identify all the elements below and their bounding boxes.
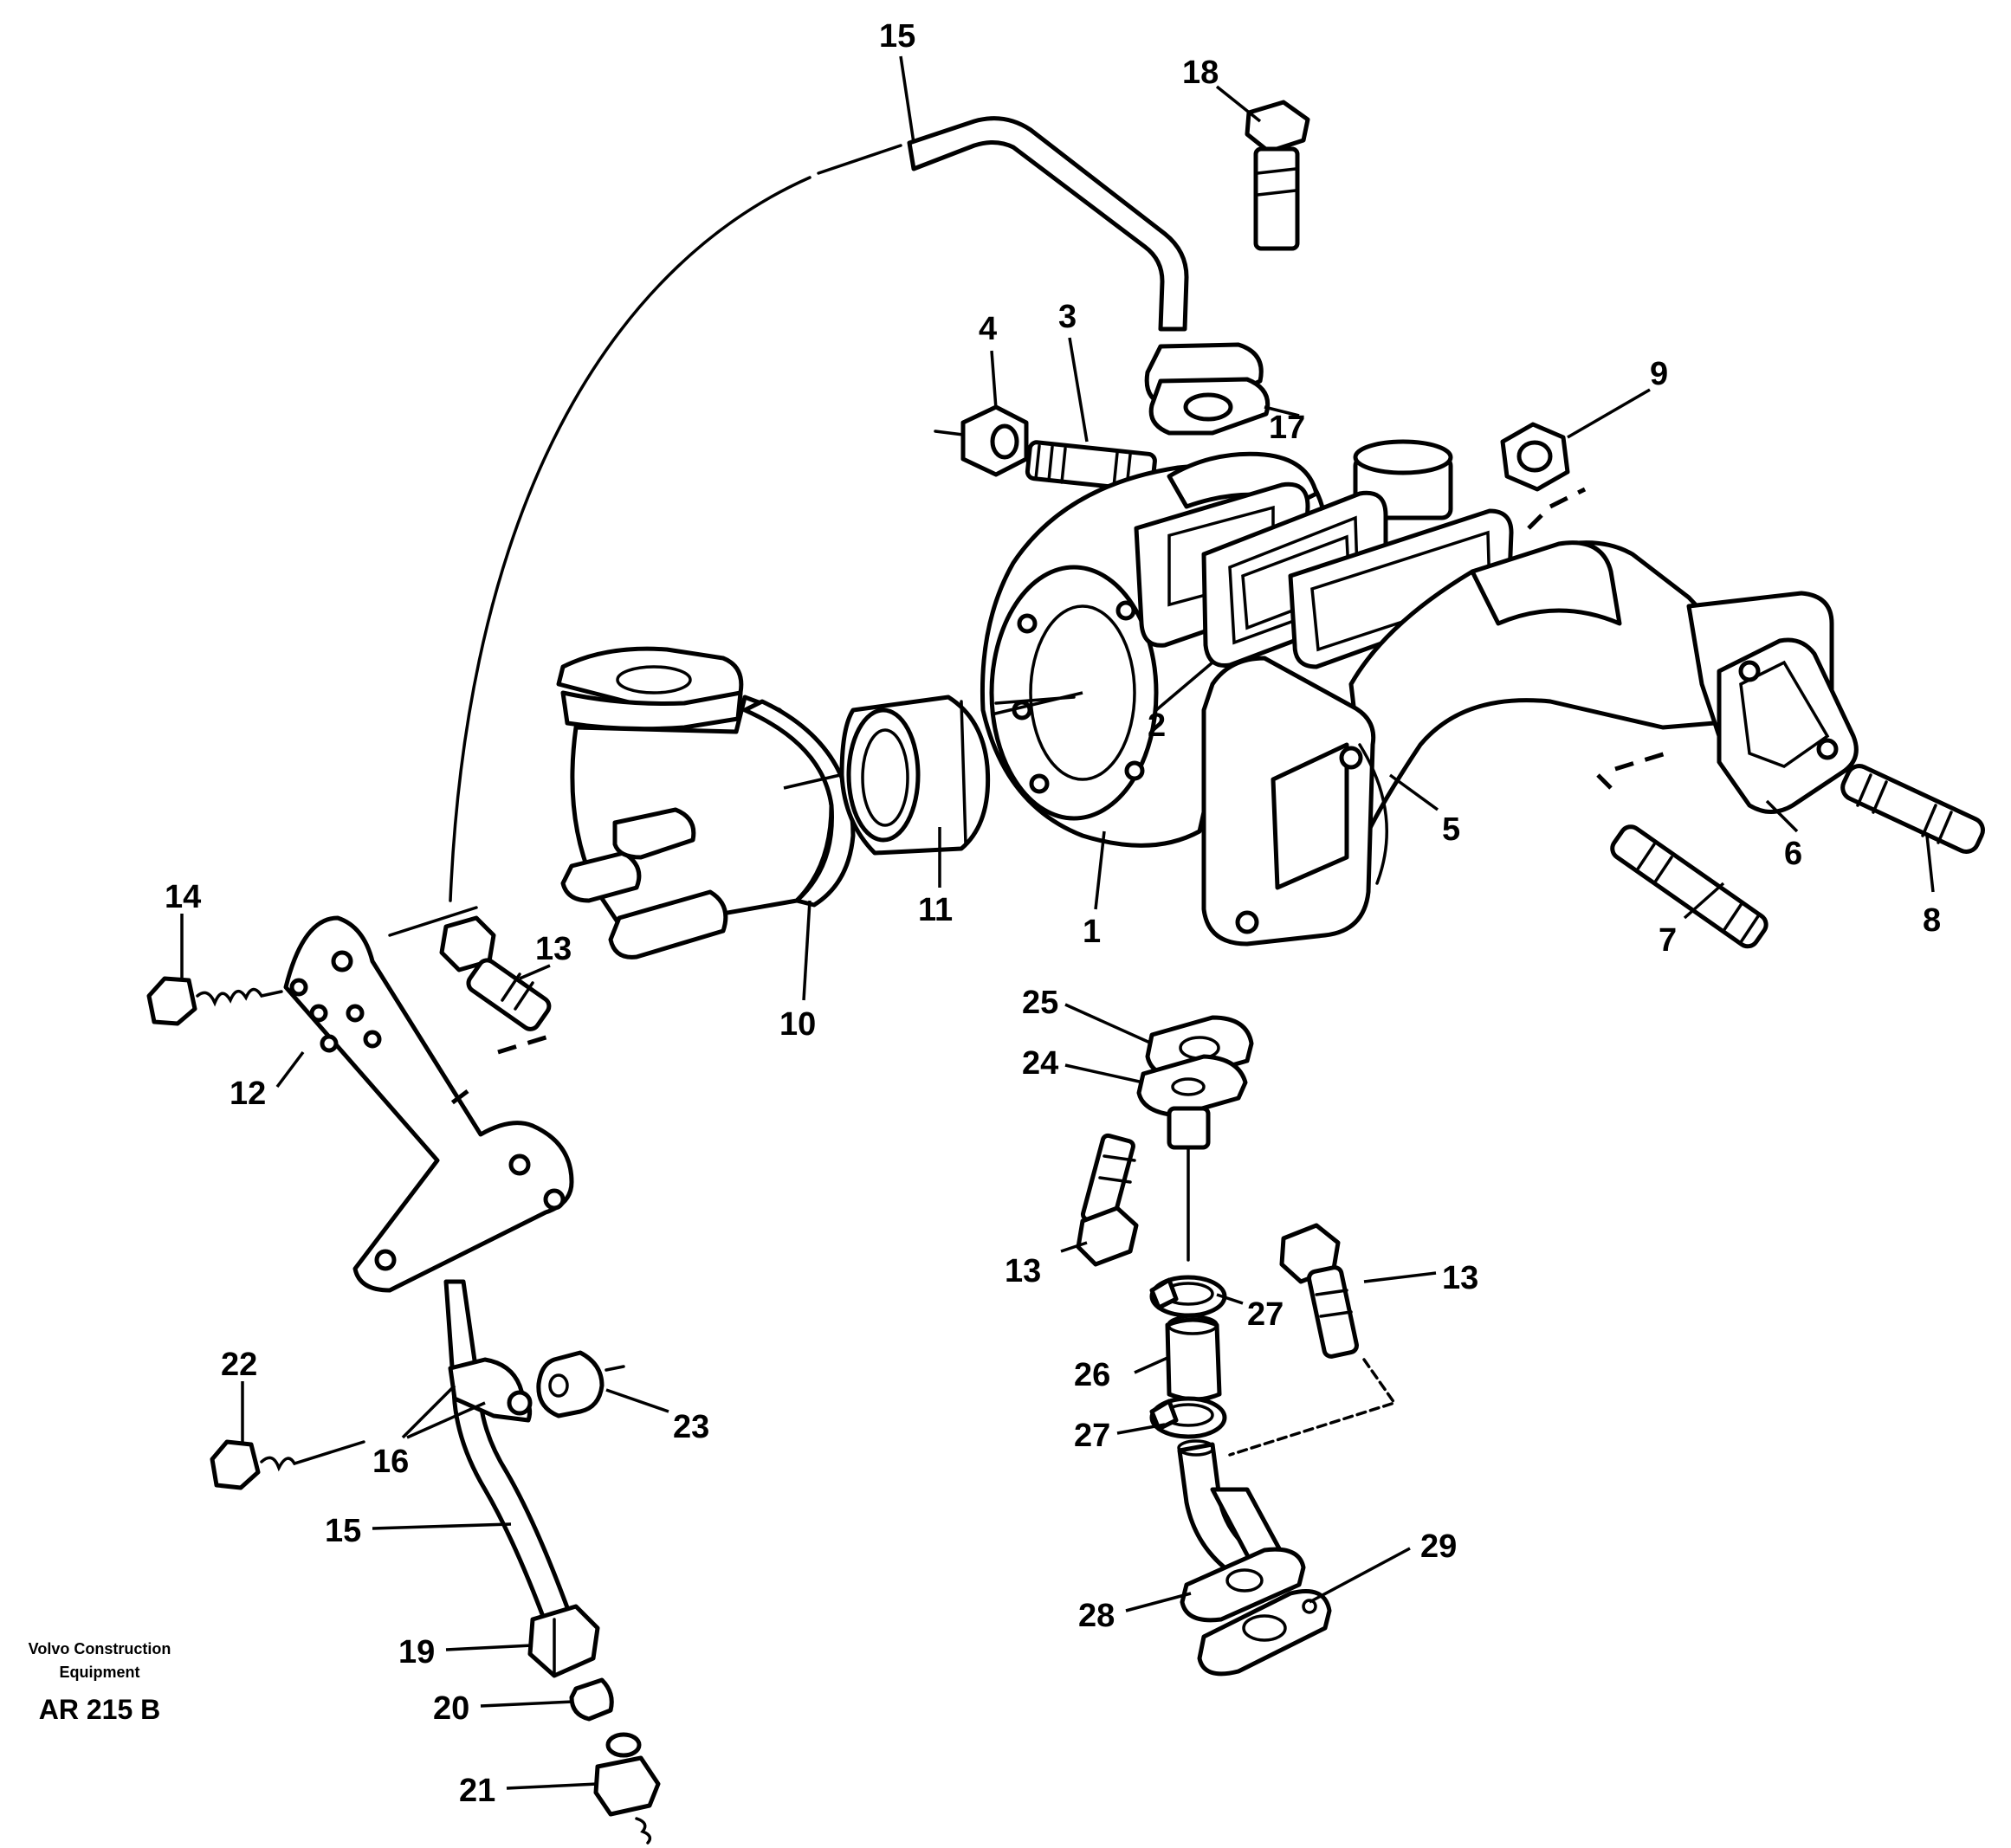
callout-28: 28 <box>1078 1598 1115 1634</box>
part-bolt-13b <box>1076 1133 1139 1267</box>
part-fitting-21 <box>593 1732 661 1845</box>
part-stud-7 <box>1610 824 1769 949</box>
callout-4: 4 <box>979 311 997 347</box>
part-nut-9 <box>1500 422 1570 492</box>
part-clamp-16 <box>448 1357 533 1423</box>
part-hose-26 <box>1165 1315 1222 1402</box>
part-bolt-18 <box>1245 100 1310 251</box>
leader-lines <box>180 55 1935 1790</box>
callout-6: 6 <box>1784 836 1802 872</box>
callout-5: 5 <box>1442 811 1460 848</box>
callout-8: 8 <box>1923 902 1941 939</box>
callout-15-top: 15 <box>879 18 915 55</box>
callout-13-right: 13 <box>1442 1260 1478 1296</box>
callout-2: 2 <box>1148 708 1166 744</box>
part-sleeve-11 <box>839 695 991 856</box>
callout-26: 26 <box>1074 1357 1110 1393</box>
part-hose-clamp-27b <box>1149 1396 1227 1439</box>
callout-17: 17 <box>1269 410 1305 446</box>
callout-9: 9 <box>1650 356 1668 392</box>
part-bracket-12 <box>283 906 574 1293</box>
part-flange-17 <box>1144 342 1271 436</box>
part-bolt-22 <box>210 1439 365 1490</box>
part-turbo-outlet <box>1353 439 1453 520</box>
alignment-line-11 <box>991 691 1083 716</box>
part-oil-pipe-lower <box>443 1279 574 1631</box>
callout-22: 22 <box>221 1347 257 1383</box>
callout-13-middle: 13 <box>1005 1253 1041 1289</box>
alignment-line-10 <box>783 773 841 790</box>
alignment-line-9 <box>1527 487 1587 530</box>
callout-12: 12 <box>230 1076 266 1112</box>
callout-27-lower: 27 <box>1074 1418 1110 1454</box>
alignment-line-7 <box>1596 749 1672 790</box>
part-olive-20 <box>569 1677 614 1722</box>
callout-14: 14 <box>165 879 201 915</box>
callout-1: 1 <box>1083 914 1101 950</box>
publisher-name-line2: Equipment <box>60 1664 140 1681</box>
callout-24: 24 <box>1022 1045 1058 1082</box>
part-gasket-6 <box>1717 637 1859 814</box>
publisher-name-line1: Volvo Construction <box>29 1640 171 1657</box>
callout-19: 19 <box>398 1634 435 1670</box>
callout-23: 23 <box>673 1409 709 1445</box>
part-gasket-29 <box>1197 1589 1332 1677</box>
callout-29: 29 <box>1420 1528 1457 1565</box>
part-nut-4 <box>934 404 1029 477</box>
part-hose-clamp-27a <box>1149 1275 1227 1318</box>
part-bolt-13a <box>439 915 552 1031</box>
callout-15-lower: 15 <box>325 1513 361 1549</box>
callout-7: 7 <box>1659 922 1677 959</box>
callout-20: 20 <box>433 1690 469 1727</box>
part-oil-pipe-upper <box>449 116 1189 902</box>
part-flange-24 <box>1136 1054 1248 1262</box>
part-bolt-14 <box>146 976 283 1026</box>
part-stud-8 <box>1840 764 1985 854</box>
callout-13-upper: 13 <box>535 931 572 967</box>
alignment-line-13a <box>449 1032 555 1106</box>
part-return-pipe-28 <box>1177 1439 1306 1623</box>
callout-3: 3 <box>1058 299 1077 335</box>
callout-11: 11 <box>918 892 953 928</box>
part-manifold-flange <box>1201 656 1388 947</box>
callout-10: 10 <box>779 1006 816 1043</box>
part-elbow-10 <box>556 646 856 960</box>
figure-code: AR 215 B <box>39 1694 161 1725</box>
callout-25: 25 <box>1022 985 1058 1021</box>
callout-18: 18 <box>1182 55 1219 91</box>
part-nut-19 <box>527 1604 600 1678</box>
callout-21: 21 <box>459 1773 495 1809</box>
part-bolt-13c <box>1228 1223 1397 1457</box>
part-spacer-23 <box>536 1350 625 1418</box>
callout-27-upper: 27 <box>1247 1296 1284 1333</box>
callout-16: 16 <box>372 1444 409 1480</box>
